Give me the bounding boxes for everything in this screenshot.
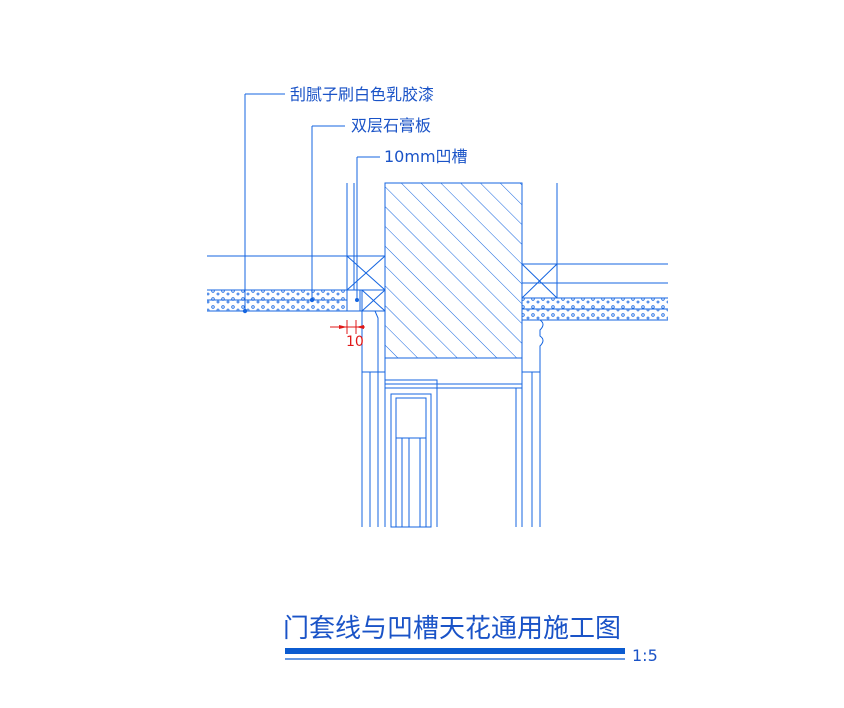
drawing-scale: 1:5 (632, 646, 658, 665)
leader-lines (242, 93, 380, 314)
gypsum-board-left (207, 289, 362, 312)
dimension-10: 10 (330, 320, 365, 350)
drawing-title: 门套线与凹槽天花通用施工图 (283, 614, 621, 644)
gypsum-board-right (522, 297, 668, 321)
putty-label: 刮腻子刷白色乳胶漆 (290, 85, 434, 104)
title-underline-thick (285, 648, 625, 654)
door-casing (361, 310, 544, 389)
ceiling-lines (207, 255, 668, 284)
groove-label: 10mm凹槽 (384, 147, 468, 166)
left-framing (346, 183, 386, 312)
wall-block (384, 182, 523, 359)
right-framing (521, 183, 558, 299)
door-leaf (390, 393, 432, 528)
title-block: 门套线与凹槽天花通用施工图 1:5 (283, 614, 658, 665)
gypsum-label: 双层石膏板 (351, 116, 431, 135)
door-jambs (361, 372, 541, 527)
dimension-label: 10 (346, 334, 364, 350)
